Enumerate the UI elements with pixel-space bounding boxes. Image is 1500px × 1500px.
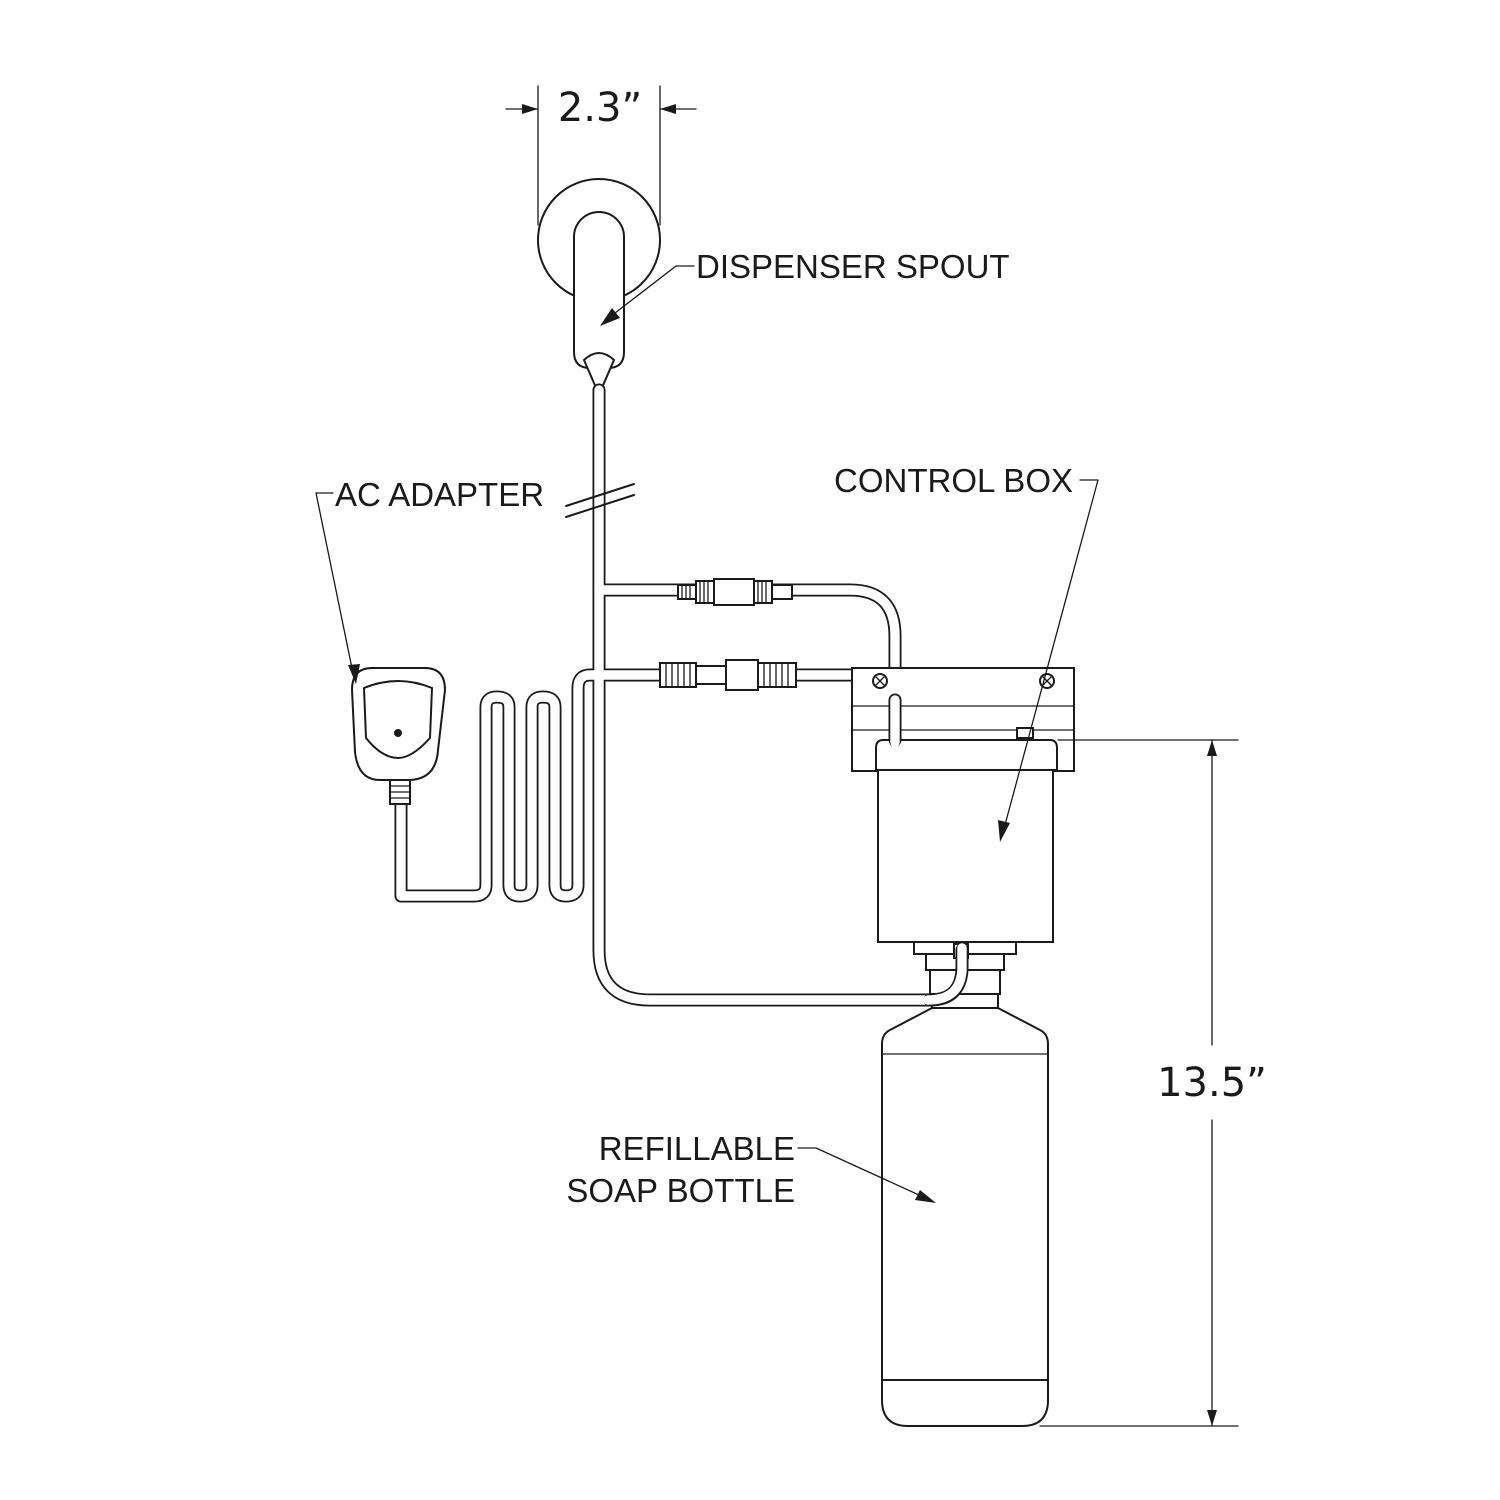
soap-bottle-label-line-1: REFILLABLE <box>599 1130 795 1167</box>
control-box-callout: CONTROL BOX <box>834 462 1099 842</box>
soap-bottle-label-line-2: SOAP BOTTLE <box>566 1172 795 1209</box>
overall-height-dimension: 13.5” <box>1039 739 1267 1427</box>
ac-adapter-label: AC ADAPTER <box>335 476 544 513</box>
spout-width-dimension: 2.3” <box>505 85 697 226</box>
lower-connector <box>659 659 797 691</box>
upper-connector <box>677 578 793 606</box>
ac-adapter <box>350 667 447 805</box>
soap-bottle-callout: REFILLABLE SOAP BOTTLE <box>566 1130 936 1209</box>
overall-height-label: 13.5” <box>1157 1060 1267 1106</box>
soap-bottle <box>881 943 1049 1427</box>
dispenser-spout <box>537 178 661 391</box>
ac-adapter-callout: AC ADAPTER <box>315 476 544 684</box>
control-box-label: CONTROL BOX <box>834 462 1073 499</box>
dispenser-spout-callout: DISPENSER SPOUT <box>600 248 1010 326</box>
spout-width-label: 2.3” <box>558 85 642 131</box>
dispenser-spout-label: DISPENSER SPOUT <box>696 248 1010 285</box>
control-box <box>851 667 1075 995</box>
